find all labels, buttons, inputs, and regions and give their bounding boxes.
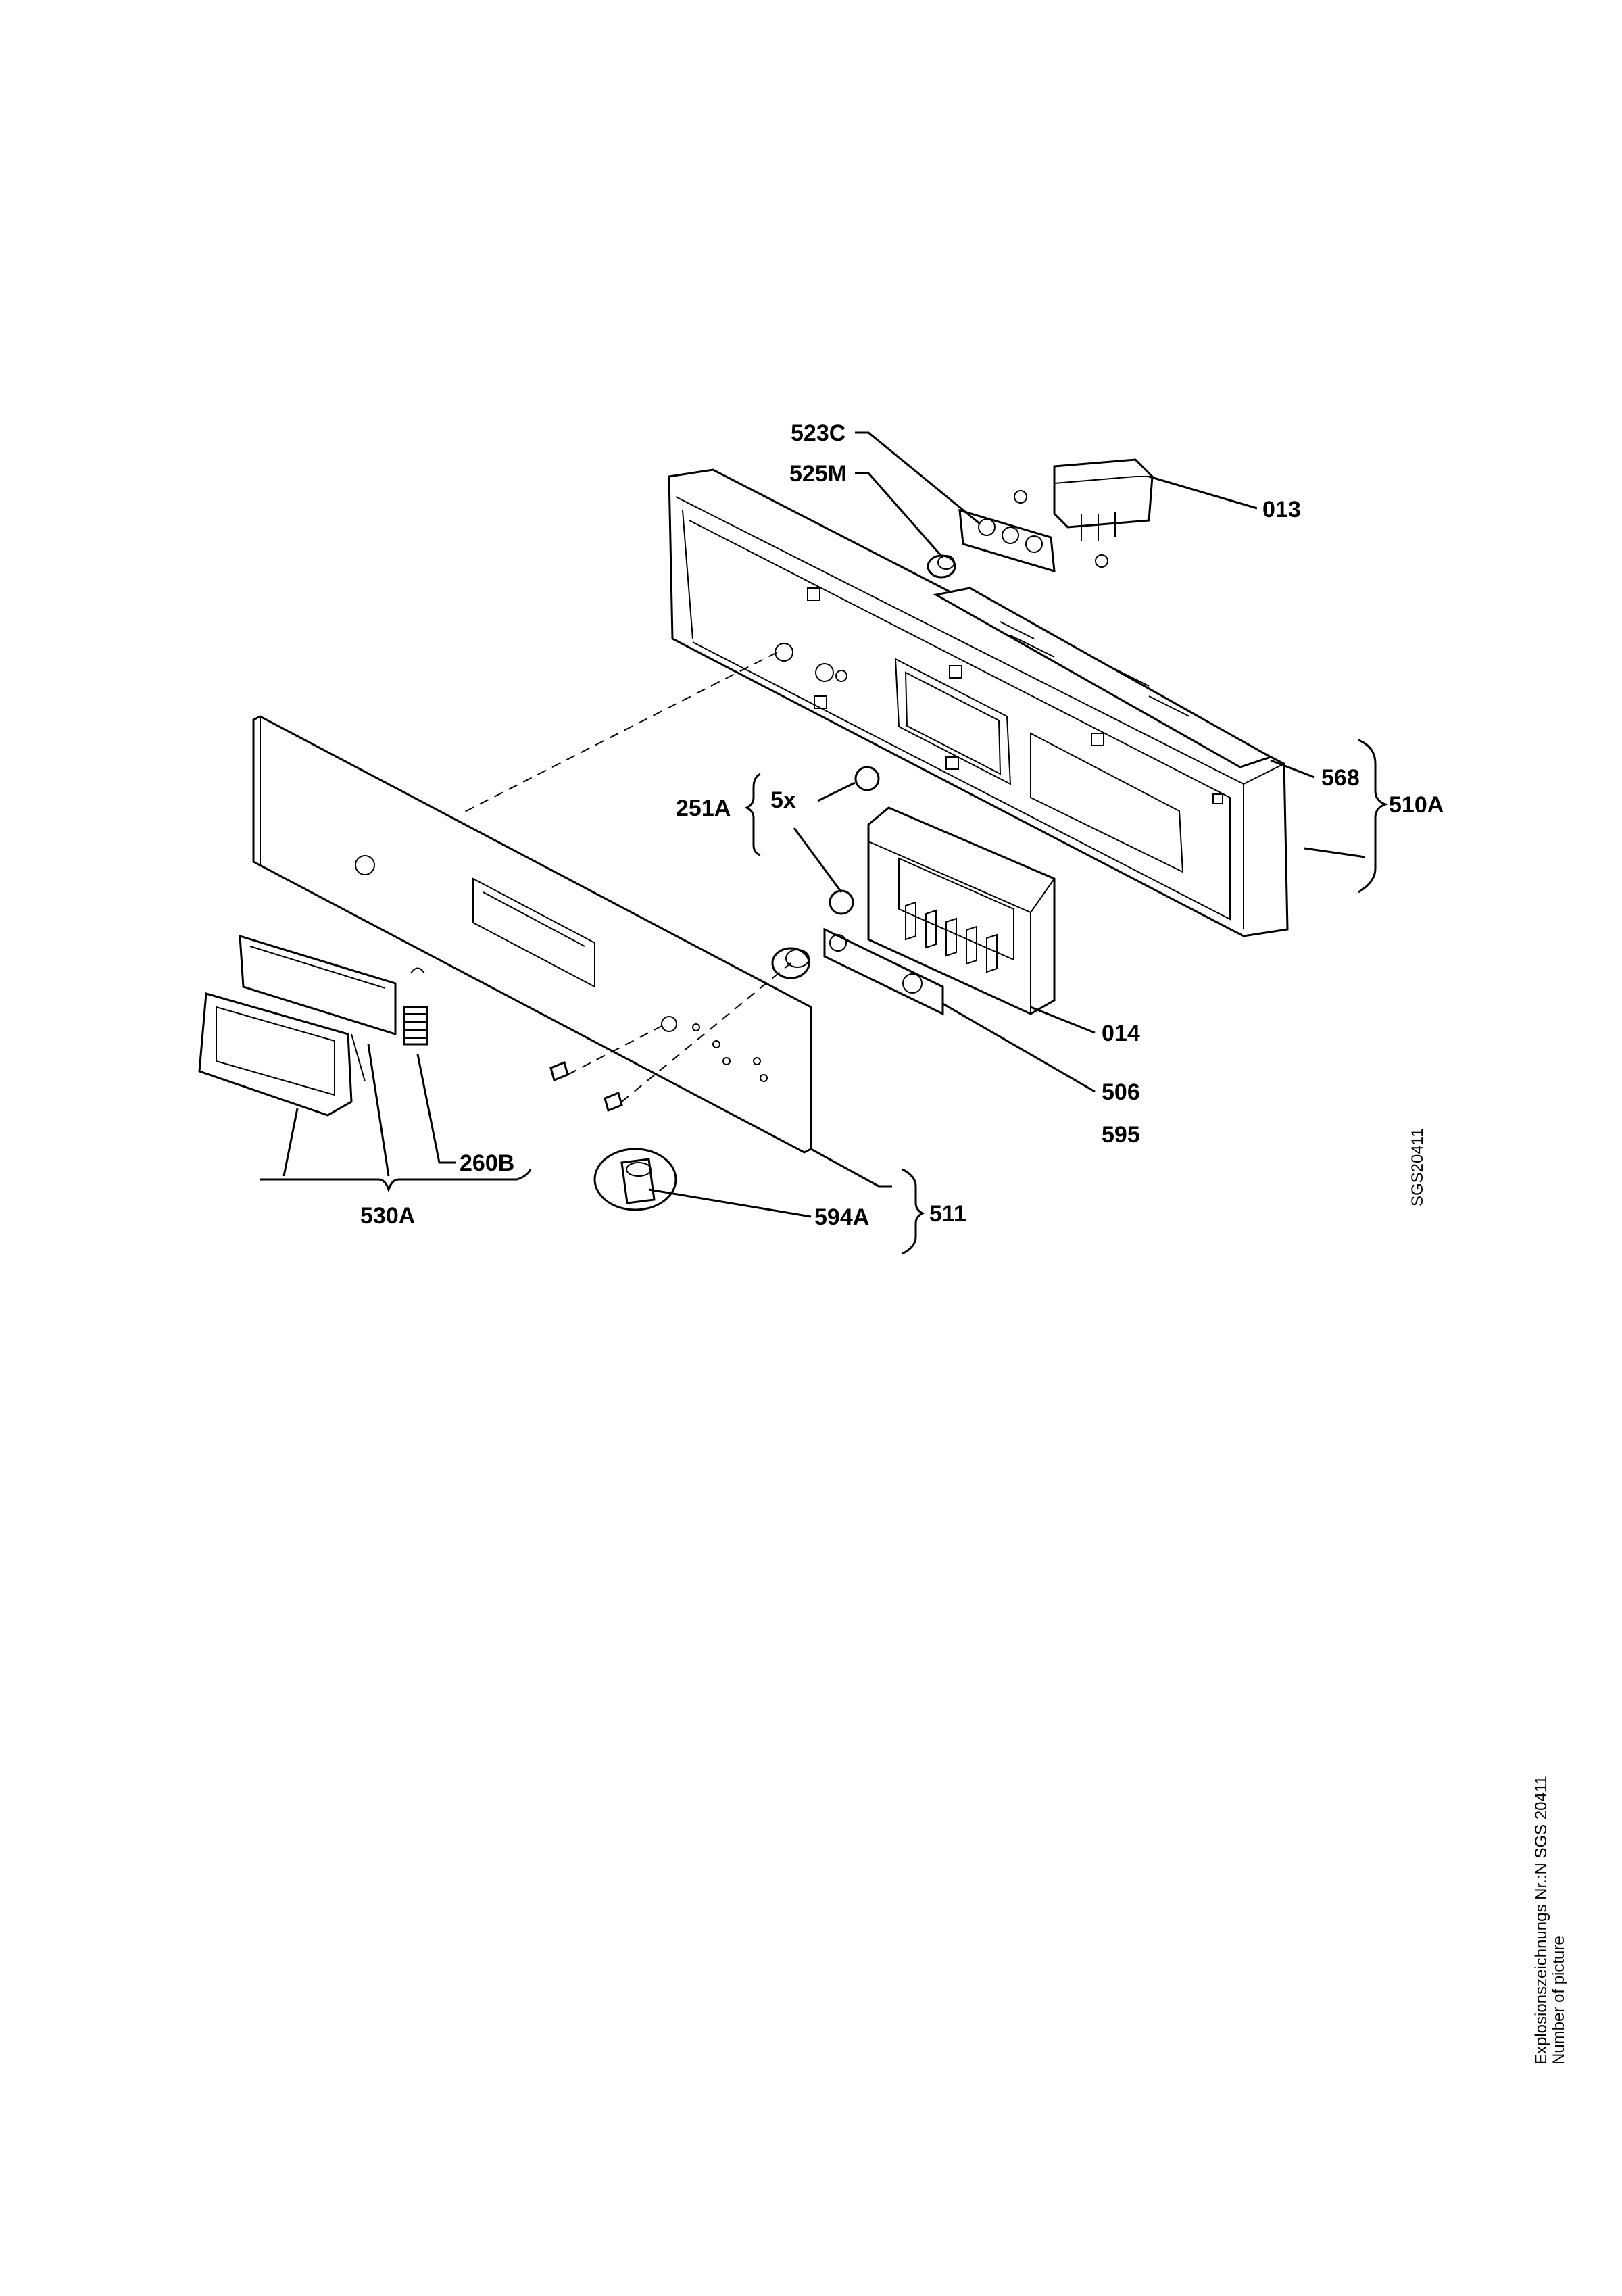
screws [549, 1060, 623, 1113]
label-595: 595 [1102, 1122, 1140, 1148]
label-523c: 523C [791, 420, 845, 446]
label-594a: 594A [814, 1204, 869, 1230]
door-handle-530a [198, 934, 397, 1117]
spring-260b [403, 967, 428, 1046]
part-labels: 523C 525M 013 568 510A 251A 5x 014 506 5… [360, 420, 1444, 1230]
electronic-module-014 [867, 806, 1056, 1015]
label-014: 014 [1102, 1021, 1140, 1046]
front-panel-511 [252, 715, 812, 1154]
picture-code: SGS20411 [1408, 1128, 1427, 1206]
caption-line-2: Number of picture [1550, 1936, 1568, 2065]
label-strip-568 [933, 587, 1273, 768]
label-525m: 525M [789, 461, 847, 487]
button-caps-251a [829, 766, 880, 915]
assembly-lines [459, 652, 791, 1102]
lens-594a [593, 1148, 677, 1211]
label-511: 511 [929, 1201, 966, 1227]
label-510a: 510A [1389, 792, 1444, 818]
main-switch-013 [1014, 458, 1154, 568]
label-260b: 260B [460, 1150, 514, 1176]
caption-line-1: Explosionszeichnungs Nr.:N SGS 20411 [1532, 1776, 1550, 2065]
label-568: 568 [1321, 765, 1360, 791]
label-506: 506 [1102, 1079, 1140, 1105]
label-013: 013 [1262, 497, 1301, 522]
label-251a: 251A [676, 796, 731, 821]
picture-caption: Explosionszeichnungs Nr.:N SGS 20411 Num… [1532, 1776, 1568, 2065]
leader-lines [260, 431, 1389, 1255]
knob-525m [927, 554, 956, 579]
label-5x: 5x [770, 787, 796, 813]
rear-panel-510a [668, 468, 1289, 937]
label-530a: 530A [360, 1203, 415, 1229]
